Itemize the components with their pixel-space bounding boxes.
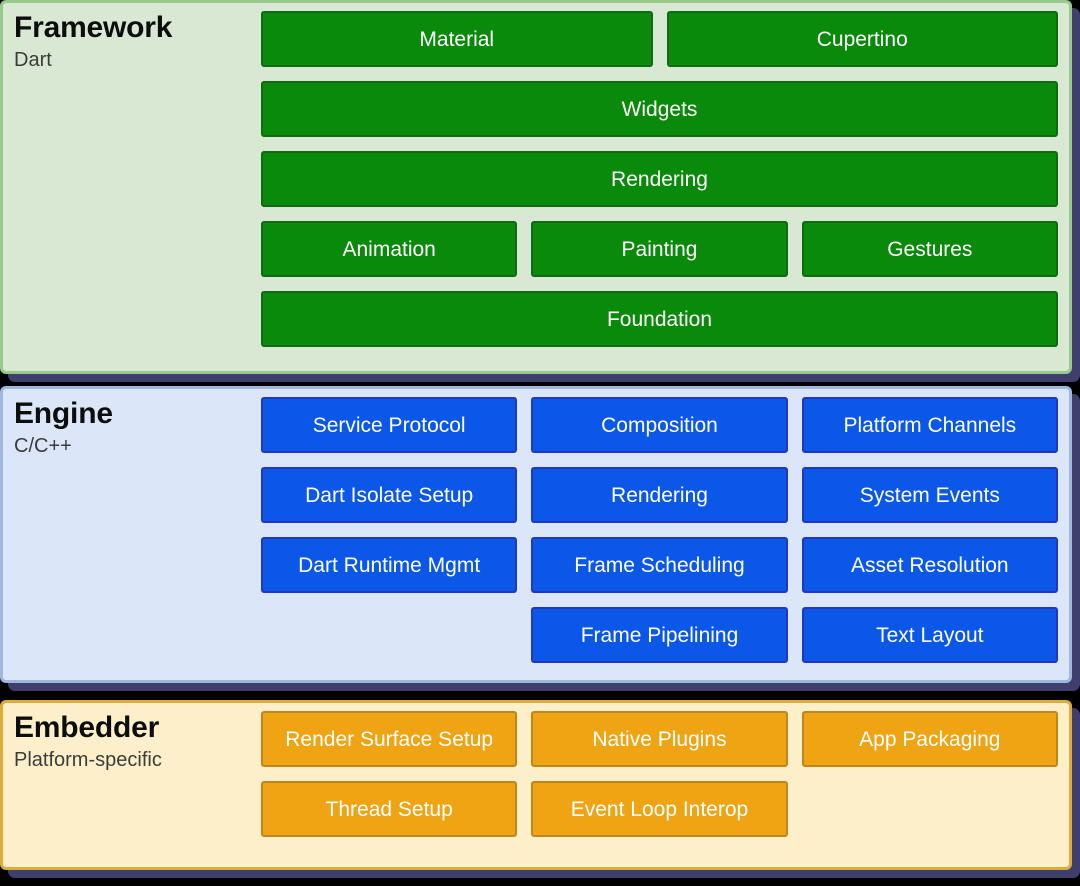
module-rendering[interactable]: Rendering — [261, 151, 1058, 207]
module-cell: Painting — [531, 221, 788, 277]
module-dart-runtime-mgmt[interactable]: Dart Runtime Mgmt — [261, 537, 518, 593]
module-cell: Service Protocol — [261, 397, 518, 453]
module-cell: Native Plugins — [531, 711, 788, 767]
module-cell: Rendering — [531, 467, 788, 523]
module-dart-isolate-setup[interactable]: Dart Isolate Setup — [261, 467, 518, 523]
module-cell: Animation — [261, 221, 518, 277]
module-cell: Widgets — [261, 81, 1058, 137]
module-thread-setup[interactable]: Thread Setup — [261, 781, 518, 837]
module-gestures[interactable]: Gestures — [801, 221, 1058, 277]
module-cell: Frame Scheduling — [531, 537, 788, 593]
module-cell: Thread Setup — [261, 781, 518, 837]
module-cell: App Packaging — [801, 711, 1058, 767]
module-cell: Dart Isolate Setup — [261, 467, 518, 523]
module-cell: Dart Runtime Mgmt — [261, 537, 518, 593]
layer-title-framework: Framework — [14, 11, 173, 44]
module-cell: Text Layout — [801, 607, 1058, 663]
layer-subtitle-engine: C/C++ — [14, 434, 72, 457]
module-service-protocol[interactable]: Service Protocol — [261, 397, 518, 453]
module-cell: Asset Resolution — [801, 537, 1058, 593]
layer-subtitle-framework: Dart — [14, 48, 52, 71]
module-cell: Render Surface Setup — [261, 711, 518, 767]
module-cell: Cupertino — [666, 11, 1058, 67]
module-painting[interactable]: Painting — [531, 221, 788, 277]
module-row: Rendering — [261, 151, 1058, 207]
module-system-events[interactable]: System Events — [801, 467, 1058, 523]
module-cupertino[interactable]: Cupertino — [666, 11, 1058, 67]
module-cell: Composition — [531, 397, 788, 453]
module-composition[interactable]: Composition — [531, 397, 788, 453]
module-row: Foundation — [261, 291, 1058, 347]
module-cell: Material — [261, 11, 653, 67]
module-cell: Gestures — [801, 221, 1058, 277]
module-platform-channels[interactable]: Platform Channels — [801, 397, 1058, 453]
module-cell: Rendering — [261, 151, 1058, 207]
layer-title-engine: Engine — [14, 397, 113, 430]
layer-subtitle-embedder: Platform-specific — [14, 748, 162, 771]
module-frame-pipelining[interactable]: Frame Pipelining — [531, 607, 788, 663]
layer-title-embedder: Embedder — [14, 711, 160, 744]
module-cell: System Events — [801, 467, 1058, 523]
module-row: Widgets — [261, 81, 1058, 137]
module-asset-resolution[interactable]: Asset Resolution — [801, 537, 1058, 593]
module-animation[interactable]: Animation — [261, 221, 518, 277]
module-material[interactable]: Material — [261, 11, 653, 67]
module-frame-scheduling[interactable]: Frame Scheduling — [531, 537, 788, 593]
module-widgets[interactable]: Widgets — [261, 81, 1058, 137]
module-foundation[interactable]: Foundation — [261, 291, 1058, 347]
module-rendering[interactable]: Rendering — [531, 467, 788, 523]
module-render-surface-setup[interactable]: Render Surface Setup — [261, 711, 518, 767]
module-native-plugins[interactable]: Native Plugins — [531, 711, 788, 767]
module-event-loop-interop[interactable]: Event Loop Interop — [531, 781, 788, 837]
module-app-packaging[interactable]: App Packaging — [801, 711, 1058, 767]
module-cell: Foundation — [261, 291, 1058, 347]
module-cell: Event Loop Interop — [531, 781, 788, 837]
module-text-layout[interactable]: Text Layout — [801, 607, 1058, 663]
module-cell: Frame Pipelining — [531, 607, 788, 663]
module-cell: Platform Channels — [801, 397, 1058, 453]
